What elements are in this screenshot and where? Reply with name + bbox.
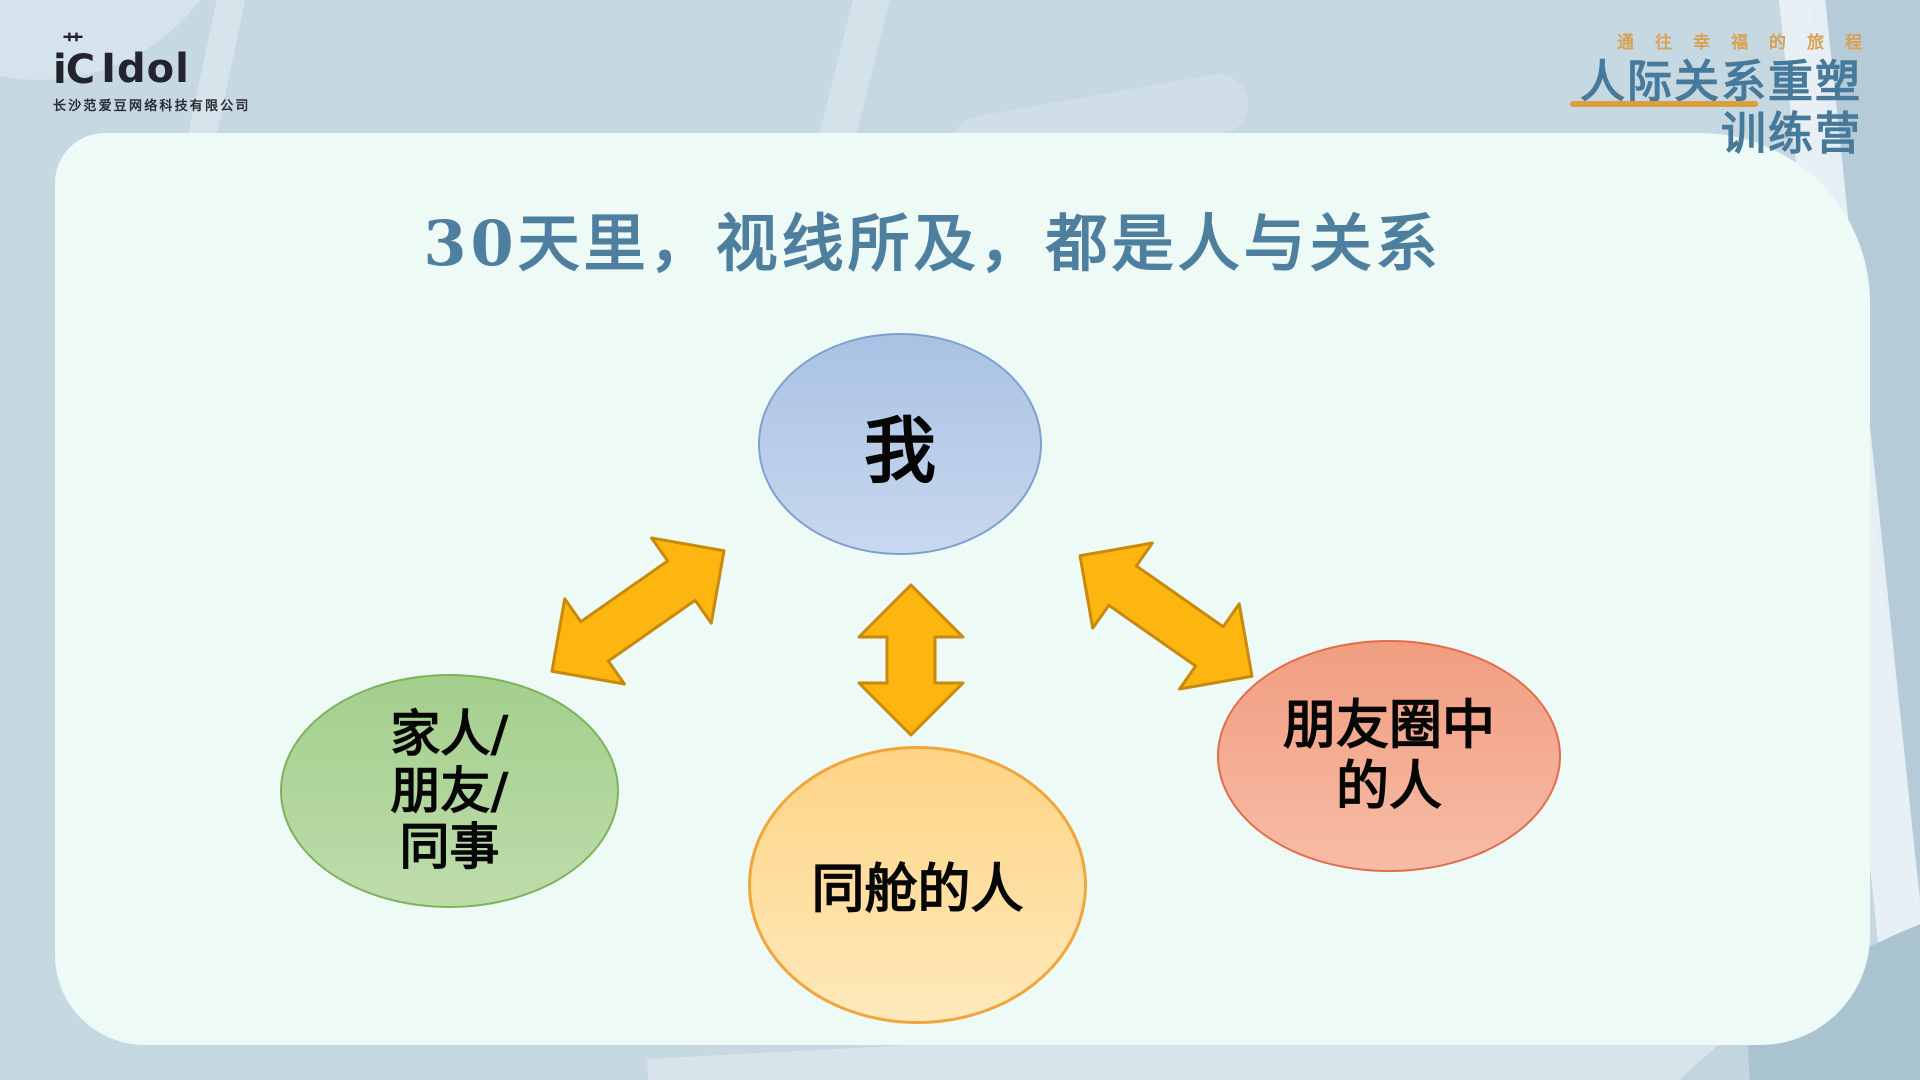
node-me-label: 我 xyxy=(863,407,936,493)
brand-logo-block: 艹 iC Idol 长沙范爱豆网络科技有限公司 xyxy=(53,31,251,115)
node-same-cabin-people: 同舱的人 xyxy=(748,746,1087,1024)
node-family-friends-colleagues: 家人/ 朋友/ 同事 xyxy=(280,674,619,908)
program-title-main: 人际关系重塑 xyxy=(1569,59,1862,107)
program-title-block: 通往幸福的旅程 人际关系重塑 训练营 xyxy=(1569,28,1862,160)
node-moments-label: 朋友圈中 的人 xyxy=(1283,694,1495,817)
node-me: 我 xyxy=(758,333,1042,555)
slide-title: 30天里，视线所及，都是人与关系 xyxy=(423,207,1442,280)
program-title-sub: 训练营 xyxy=(1720,107,1862,160)
logo-grass-radical: 艹 xyxy=(62,31,85,55)
company-name: 长沙范爱豆网络科技有限公司 xyxy=(53,99,251,115)
node-moments-people: 朋友圈中 的人 xyxy=(1217,640,1561,872)
gold-underline-decoration xyxy=(1569,101,1758,107)
node-cabin-label: 同舱的人 xyxy=(811,858,1024,920)
node-family-label: 家人/ 朋友/ 同事 xyxy=(390,704,509,877)
program-tagline: 通往幸福的旅程 xyxy=(1617,33,1883,53)
double-arrow-me-moments xyxy=(1078,541,1254,691)
program-title-main-text: 人际关系重塑 xyxy=(1579,55,1862,108)
logo-fan-glyph: 艹 iC xyxy=(53,31,95,94)
brand-logo: 艹 iC Idol xyxy=(53,31,251,94)
double-arrow-me-family xyxy=(550,536,726,686)
double-arrow-me-cabin xyxy=(857,583,965,737)
logo-ic-text: iC xyxy=(53,47,95,94)
logo-idol-text: Idol xyxy=(101,46,190,93)
